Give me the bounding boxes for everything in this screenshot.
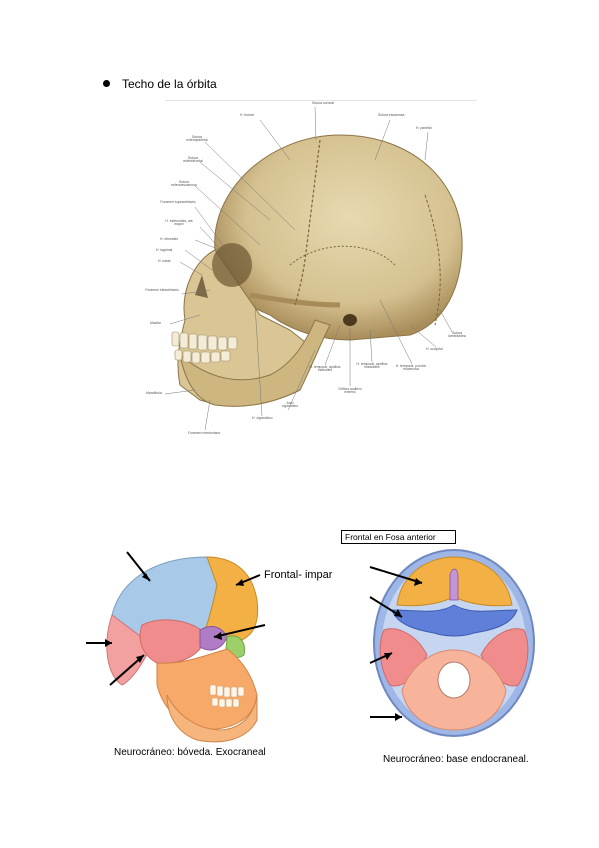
- label-sutura-esfenoparietal: Sutura esfenoparietal: [186, 135, 208, 143]
- label-h-cigomatico: H. cigomático: [252, 416, 273, 420]
- caption-base: Neurocráneo: base endocraneal.: [383, 754, 529, 765]
- label-sutura-lambdoidea: Sutura lambdoidea: [448, 331, 466, 339]
- label-sutura-esfenoescamosa: Sutura esfenoescamosa: [171, 180, 197, 188]
- label-arco-cigomatico: Arco cigomático: [281, 401, 299, 409]
- bullet-point: [103, 80, 110, 87]
- label-h-frontal: H. frontal: [240, 113, 254, 117]
- label-h-temporal-escamosa: H. temporal, porción escamosa: [395, 364, 427, 372]
- label-foramen-mentoniano: Foramen mentoniano: [188, 431, 221, 435]
- skull-lateral-figure: Sutura coronal H. frontal Sutura escamos…: [140, 100, 480, 440]
- label-h-esfenoides: H. esfenoides, ala mayor: [165, 219, 193, 227]
- divider-line: [165, 100, 477, 101]
- label-h-etmoides: H. etmoides: [160, 237, 179, 241]
- label-h-temporal-estiloides: H. temporal, apófisis estiloides: [309, 365, 341, 373]
- label-foramen-supraorbitario: Foramen supraorbitario: [160, 200, 196, 204]
- label-h-temporal-mastoides: H. temporal, apófisis mastoides: [356, 362, 388, 370]
- label-h-lagrimal: H. lagrimal: [156, 248, 173, 252]
- vault-figure: Frontal- impar: [82, 545, 382, 755]
- label-mandibula: Mandíbula: [146, 391, 162, 395]
- caption-vault: Neurocráneo: bóveda. Exocraneal: [114, 747, 266, 758]
- label-h-occipital: H. occipital: [426, 347, 443, 351]
- skull-lateral-drawing: [164, 106, 463, 431]
- vault-skull-drawing: [86, 551, 266, 743]
- label-h-parietal: H. parietal: [416, 126, 432, 130]
- label-sutura-coronal: Sutura coronal: [312, 101, 335, 105]
- bullet-text: Techo de la órbita: [122, 77, 217, 91]
- label-orificio-auditivo: Orificio auditivo externo: [338, 387, 362, 395]
- label-maxilar: Maxilar: [150, 321, 161, 325]
- label-sutura-escamosa: Sutura escamosa: [378, 113, 405, 117]
- label-h-nasal: H. nasal: [158, 259, 171, 263]
- base-figure: [362, 545, 537, 740]
- label-frontal-impar: Frontal- impar: [264, 569, 333, 581]
- label-foramen-infraorbitario: Foramen infraorbitario: [145, 288, 179, 292]
- skull-base-drawing: [369, 549, 535, 737]
- label-sutura-esfenofrontal: Sutura esfenofrontal: [183, 156, 203, 164]
- frontal-fosa-anterior-label: Frontal en Fosa anterior: [341, 530, 456, 544]
